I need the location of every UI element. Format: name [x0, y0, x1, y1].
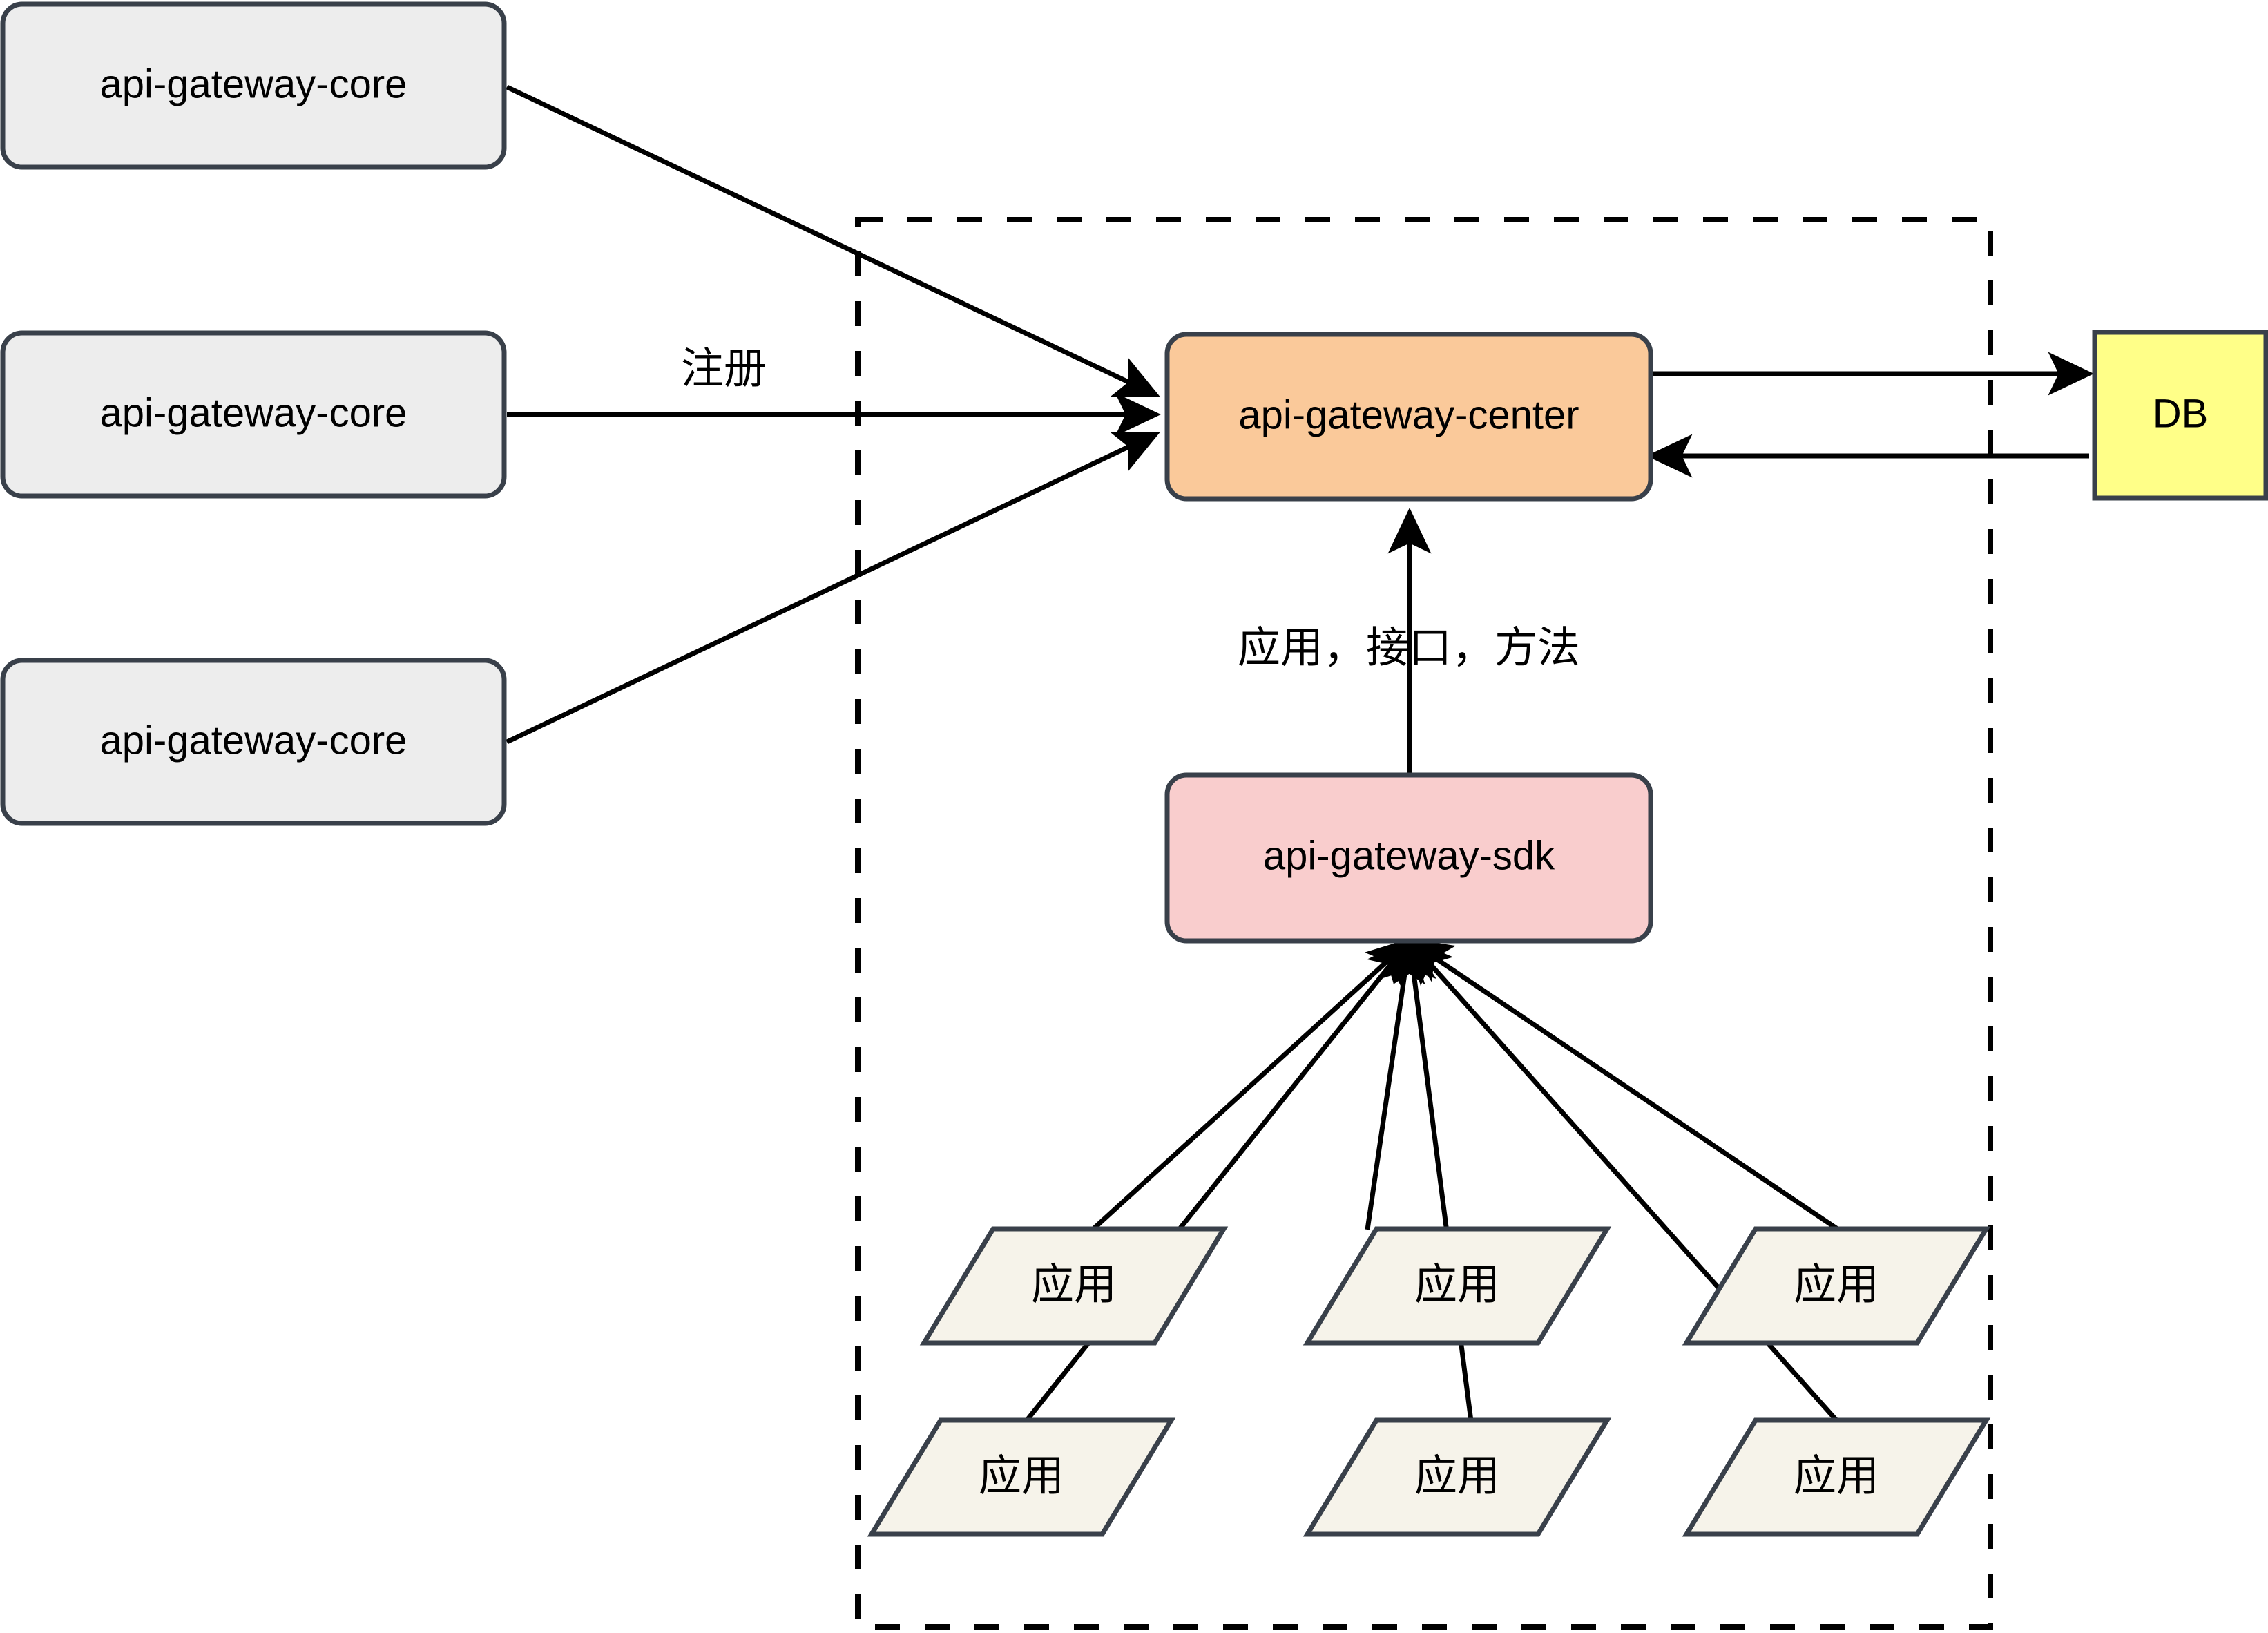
node-center[interactable]: api-gateway-center [1164, 332, 1653, 502]
group-boundary [855, 217, 1993, 1630]
node-db-shape [2092, 330, 2268, 501]
edge-core-top-to-center [506, 84, 1161, 398]
edge-app-top-right-to-sdk [1405, 938, 1840, 1232]
node-core-mid[interactable]: api-gateway-core [0, 330, 507, 499]
node-core-top-shape [0, 1, 507, 170]
edge-app-top-middle-to-sdk [1365, 936, 1425, 1230]
node-app-top-middle-shape [1303, 1226, 1612, 1346]
edge-label-register: 注册 [681, 345, 767, 392]
node-app-bottom-right[interactable]: 应用 [1682, 1417, 1991, 1537]
node-app-bottom-left-shape [867, 1417, 1176, 1537]
node-app-top-left-shape [919, 1226, 1229, 1346]
node-app-top-middle[interactable]: 应用 [1303, 1226, 1612, 1346]
node-core-mid-shape [0, 330, 507, 499]
node-app-top-left[interactable]: 应用 [919, 1226, 1229, 1346]
edge-app-bottom-left-to-sdk [1024, 937, 1413, 1423]
node-app-top-right-shape [1682, 1226, 1991, 1346]
node-app-bottom-middle-shape [1303, 1417, 1612, 1537]
node-app-bottom-middle[interactable]: 应用 [1303, 1417, 1612, 1537]
node-center-shape [1164, 332, 1653, 502]
edge-core-bottom-to-center [506, 431, 1161, 745]
node-core-bottom-shape [0, 658, 507, 826]
node-app-bottom-left[interactable]: 应用 [867, 1417, 1176, 1537]
node-app-bottom-right-shape [1682, 1417, 1991, 1537]
edge-app-bottom-middle-to-sdk [1393, 936, 1474, 1422]
edge-label-app-interface-method: 应用，接口，方法 [1238, 624, 1580, 671]
node-db[interactable]: DB [2092, 330, 2268, 501]
edge-app-top-left-to-sdk [1090, 937, 1414, 1232]
edge-app-bottom-right-to-sdk [1406, 937, 1839, 1423]
node-sdk-shape [1164, 772, 1653, 944]
node-core-top[interactable]: api-gateway-core [0, 1, 507, 170]
node-sdk[interactable]: api-gateway-sdk [1164, 772, 1653, 944]
node-core-bottom[interactable]: api-gateway-core [0, 658, 507, 826]
node-app-top-right[interactable]: 应用 [1682, 1226, 1991, 1346]
